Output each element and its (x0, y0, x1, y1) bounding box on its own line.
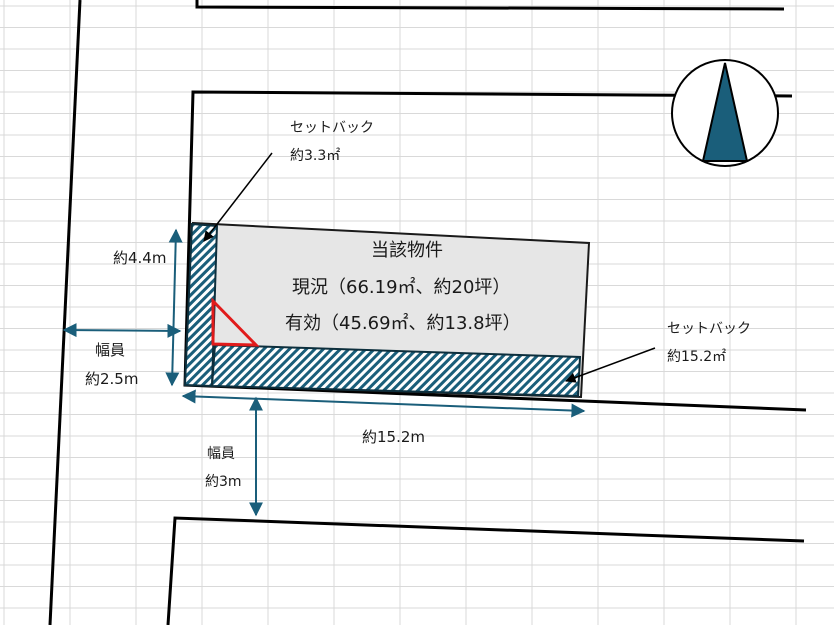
road-left-value: 約2.5m (85, 370, 139, 388)
setback-bottom-area-label: 約15.2㎡ (667, 349, 727, 365)
height-dimension-arrow (165, 228, 183, 387)
corner-cut-triangle (211, 297, 260, 347)
north-arrow-icon (671, 59, 779, 167)
property-effective-area: 有効（45.69㎡、約13.8坪） (285, 313, 521, 334)
dimension-arrows (62, 228, 586, 517)
road-left-dimension-arrow (62, 323, 182, 338)
road-bottom-title: 幅員 (207, 446, 235, 462)
road-bottom-value: 約3m (205, 474, 242, 490)
setback-left-leader (203, 152, 273, 242)
width-dimension-label: 約15.2m (362, 428, 426, 446)
road-left-title: 幅員 (95, 341, 126, 359)
setback-bottom-title: セットバック (667, 321, 751, 337)
setback-bottom-leader (565, 347, 656, 383)
setback-left-title: セットバック (290, 120, 374, 136)
property-current-area: 現況（66.19㎡、約20坪） (292, 277, 511, 298)
setback-left-area-label: 約3.3㎡ (290, 148, 341, 164)
property-title: 当該物件 (371, 240, 443, 261)
height-dimension-label: 約4.4m (113, 249, 167, 267)
